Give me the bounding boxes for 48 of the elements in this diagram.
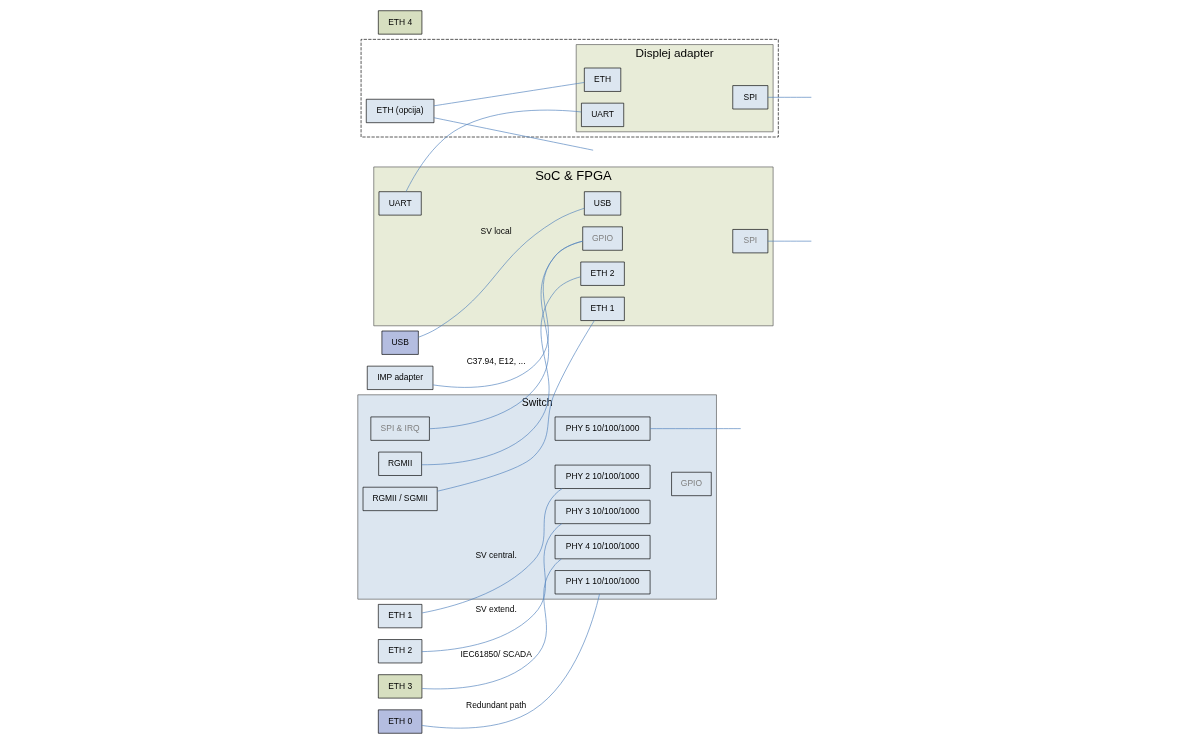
connector (432, 240, 584, 388)
connector (421, 558, 562, 690)
cluster (360, 39, 779, 138)
node-box: IMP adapter (366, 365, 434, 390)
edge-label: SV local (480, 226, 512, 237)
node-box: USB (584, 191, 622, 216)
node-box: RGMII (378, 451, 422, 476)
node-box: ETH 3 (378, 674, 423, 699)
connector (418, 207, 585, 338)
node-box: PHY 3 10/100/1000 (554, 499, 651, 524)
connector (405, 109, 582, 192)
node-box: PHY 2 10/100/1000 (554, 464, 651, 489)
node-box: RGMII / SGMII (362, 486, 438, 511)
node-box: SPI & IRQ (370, 416, 430, 441)
connector (649, 428, 742, 429)
connector (429, 240, 583, 430)
node-box: PHY 5 10/100/1000 (554, 416, 651, 441)
edge-label: C37.94, E12, ... (466, 355, 526, 366)
edge-label: SV central. (475, 550, 517, 561)
edge-label: IEC61850/ SCADA (460, 648, 532, 659)
node-box: ETH 0 (378, 709, 423, 734)
edge-label: SV extend. (475, 604, 517, 615)
node-box: PHY 4 10/100/1000 (554, 535, 651, 560)
connector (421, 523, 563, 652)
connector (421, 488, 563, 614)
node-box: ETH 1 (378, 604, 423, 629)
node-box: ETH (opcija) (365, 98, 435, 123)
connector (433, 82, 585, 107)
node-box: ETH 4 (378, 10, 423, 35)
connector (421, 276, 581, 466)
node-box: UART (581, 102, 625, 127)
connector (433, 117, 594, 151)
node-box: SPI (732, 85, 769, 110)
connector (421, 593, 600, 729)
node-box: USB (381, 330, 419, 355)
connector (767, 240, 812, 242)
node-box: GPIO (671, 471, 712, 496)
edge-label: Redundant path (466, 699, 527, 710)
node-box: ETH 1 (580, 296, 625, 321)
node-box: ETH 2 (378, 639, 423, 664)
node-box: GPIO (582, 226, 623, 251)
node-box: SPI (732, 229, 769, 254)
node-box: ETH (584, 67, 622, 92)
connector (767, 96, 812, 98)
node-box: ETH 2 (580, 261, 625, 286)
connector (436, 320, 595, 492)
node-box: PHY 1 10/100/1000 (554, 570, 651, 595)
node-box: UART (378, 191, 422, 216)
